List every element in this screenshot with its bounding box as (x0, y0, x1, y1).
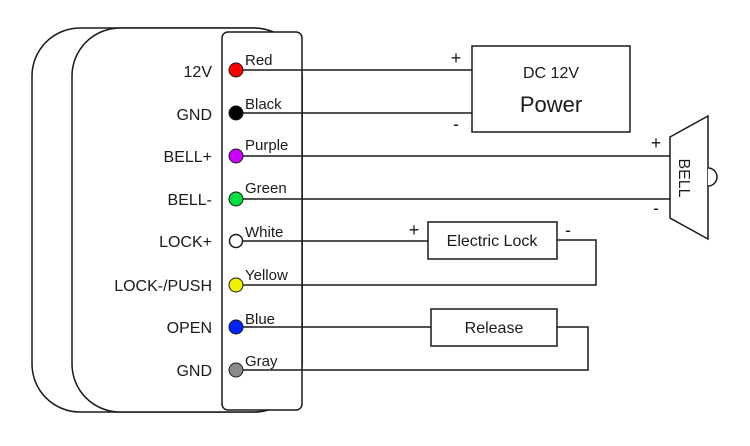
wire-labels: Red Black Purple Green White Yellow Blue… (245, 52, 288, 370)
electric-lock-minus-sign: - (565, 220, 571, 240)
electric-lock-plus-sign: + (409, 220, 420, 240)
terminal-dots (228, 62, 244, 378)
wire-label-purple: Purple (245, 137, 288, 154)
terminal-dot-purple (228, 148, 244, 164)
wire-gray (236, 326, 589, 371)
pin-label-open: OPEN (167, 320, 212, 337)
pin-label-bell-plus: BELL+ (164, 149, 212, 166)
bell-icon (707, 167, 718, 187)
terminal-dot-yellow (228, 277, 244, 293)
pin-label-lock-minus-push: LOCK-/PUSH (114, 278, 212, 295)
pin-label-bell-minus: BELL- (168, 192, 212, 209)
bell-body (669, 114, 709, 241)
terminal-dot-gray (228, 362, 244, 378)
wire-label-gray: Gray (245, 353, 278, 370)
terminal-dot-white (228, 233, 244, 249)
power-minus-sign: - (453, 114, 459, 134)
wire-yellow (236, 239, 597, 286)
bell-minus-sign: - (653, 198, 659, 218)
terminal-dot-green (228, 191, 244, 207)
wire-label-blue: Blue (245, 311, 275, 328)
wire-label-green: Green (245, 180, 287, 197)
electric-lock-label: Electric Lock (447, 233, 539, 250)
pin-label-gnd: GND (176, 107, 212, 124)
pin-label-lock-plus: LOCK+ (159, 234, 212, 251)
release-label: Release (465, 320, 524, 337)
wire-label-black: Black (245, 96, 282, 113)
release-button: Release (430, 308, 558, 347)
bell: BELL + - (651, 114, 718, 241)
bell-plus-sign: + (651, 133, 662, 153)
power-supply-box (471, 45, 631, 133)
terminal-dot-black (228, 105, 244, 121)
power-supply: DC 12V Power + - (451, 45, 631, 134)
bell-label: BELL (675, 158, 692, 197)
wire-label-white: White (245, 224, 283, 241)
pin-label-gnd-2: GND (176, 363, 212, 380)
power-plus-sign: + (451, 48, 462, 68)
terminal-dot-red (228, 62, 244, 78)
wire-label-red: Red (245, 52, 273, 69)
wires (236, 69, 670, 371)
terminal-strip (221, 31, 303, 411)
pin-labels: 12V GND BELL+ BELL- LOCK+ LOCK-/PUSH OPE… (114, 64, 212, 380)
electric-lock: Electric Lock + - (409, 220, 571, 260)
pin-label-12v: 12V (184, 64, 213, 81)
release-box (430, 308, 558, 347)
power-supply-title: Power (520, 92, 582, 117)
terminal-dot-blue (228, 319, 244, 335)
electric-lock-box (427, 221, 558, 260)
power-supply-voltage: DC 12V (523, 65, 579, 82)
wire-label-yellow: Yellow (245, 267, 288, 284)
